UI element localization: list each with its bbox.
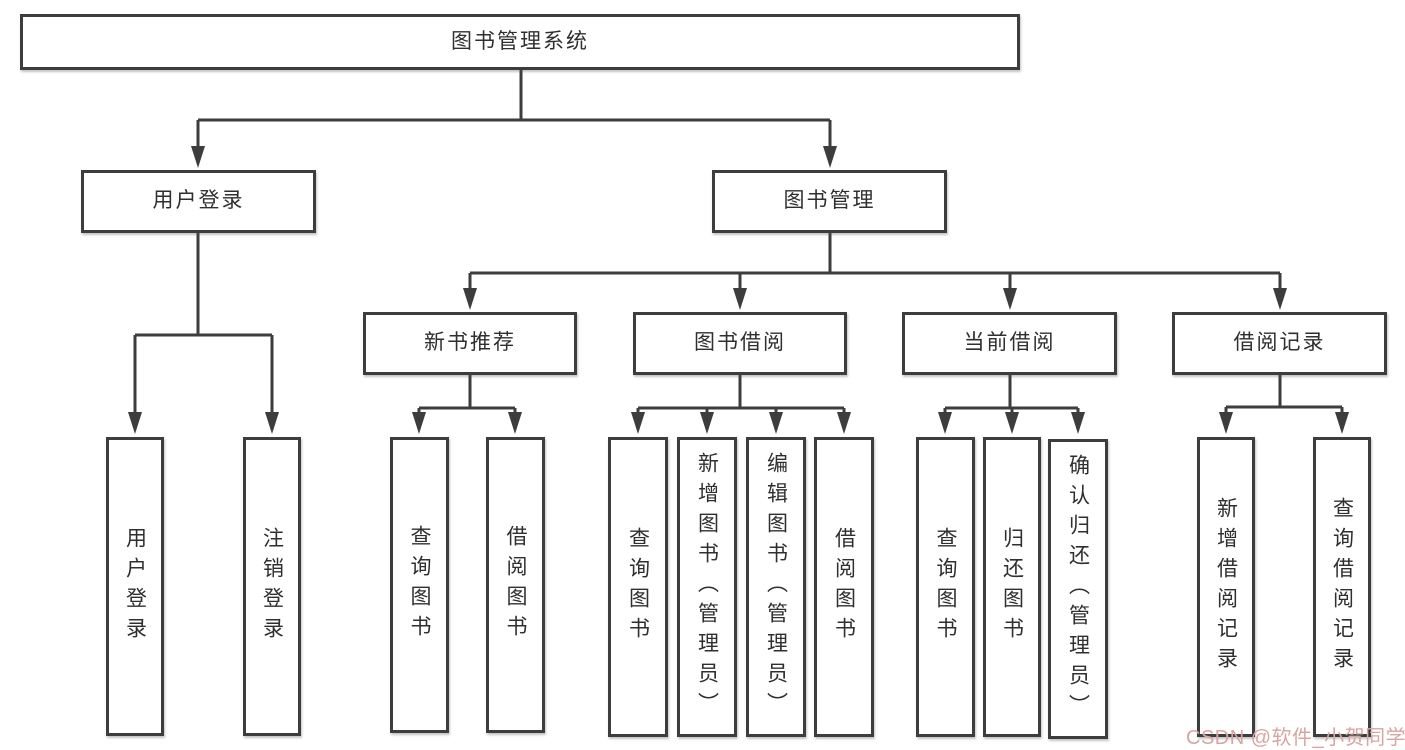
node-user-login: 用户登录	[81, 170, 316, 233]
arrow-icon	[1335, 412, 1349, 434]
node-label: 注销登录	[260, 526, 284, 647]
node-label: 用户登录	[123, 526, 147, 647]
arrow-icon	[1005, 412, 1019, 434]
leaf-borrow-books-2: 借阅图书	[814, 437, 874, 737]
node-label: 借阅图书	[832, 527, 856, 647]
arrow-icon	[1219, 412, 1233, 434]
arrow-icon	[128, 412, 142, 434]
arrow-icon	[1003, 288, 1017, 310]
node-label: 新增图书（管理员）	[695, 452, 719, 722]
node-label: 当前借阅	[963, 331, 1056, 355]
node-book-management: 图书管理	[712, 170, 947, 233]
leaf-query-books-1: 查询图书	[390, 437, 449, 733]
arrow-icon	[191, 146, 205, 168]
node-label: 图书借阅	[694, 331, 786, 355]
node-label: 查询图书	[626, 527, 650, 647]
leaf-query-borrow-record: 查询借阅记录	[1313, 437, 1371, 737]
arrow-icon	[631, 412, 645, 434]
node-label: 查询图书	[934, 527, 957, 647]
arrow-icon	[1273, 288, 1287, 310]
arrow-icon	[823, 146, 837, 168]
leaf-confirm-return-admin: 确认归还（管理员）	[1048, 439, 1108, 739]
leaf-add-books-admin: 新增图书（管理员）	[677, 437, 737, 737]
node-new-book-recommend: 新书推荐	[363, 312, 577, 375]
node-label: 编辑图书（管理员）	[764, 452, 788, 722]
arrow-icon	[412, 412, 426, 434]
arrow-icon	[938, 412, 952, 434]
csdn-watermark: CSDN @软件_小贺同学	[1186, 727, 1405, 749]
leaf-edit-books-admin: 编辑图书（管理员）	[746, 437, 806, 737]
leaf-query-books-3: 查询图书	[916, 437, 975, 737]
node-root: 图书管理系统	[20, 14, 1020, 70]
leaf-logout: 注销登录	[243, 437, 301, 736]
arrow-icon	[265, 412, 279, 434]
node-current-borrow: 当前借阅	[902, 312, 1117, 375]
node-label: 图书管理系统	[451, 29, 589, 53]
arrow-icon	[700, 412, 714, 434]
node-label: 确认归还（管理员）	[1066, 454, 1090, 724]
node-label: 查询借阅记录	[1330, 497, 1354, 677]
arrow-icon	[463, 288, 477, 310]
node-label: 图书管理	[783, 189, 876, 213]
arrow-icon	[837, 412, 851, 434]
arrow-icon	[1071, 412, 1085, 434]
node-label: 用户登录	[152, 189, 245, 213]
node-label: 借阅记录	[1233, 331, 1326, 355]
leaf-borrow-books-1: 借阅图书	[486, 437, 545, 733]
leaf-add-borrow-record: 新增借阅记录	[1197, 437, 1255, 737]
arrowheads	[128, 146, 1349, 434]
arrow-icon	[769, 412, 783, 434]
arrow-icon	[733, 288, 747, 310]
node-label: 新书推荐	[424, 331, 516, 355]
node-borrow-records: 借阅记录	[1172, 312, 1387, 375]
node-book-borrow: 图书借阅	[633, 312, 847, 375]
node-label: 归还图书	[1000, 527, 1024, 647]
arrow-icon	[508, 412, 522, 434]
node-label: 新增借阅记录	[1214, 497, 1238, 677]
node-label: 查询图书	[408, 525, 431, 645]
leaf-query-books-2: 查询图书	[608, 437, 668, 737]
node-label: 借阅图书	[504, 525, 527, 645]
leaf-return-books: 归还图书	[983, 437, 1041, 737]
leaf-user-login: 用户登录	[106, 437, 164, 736]
